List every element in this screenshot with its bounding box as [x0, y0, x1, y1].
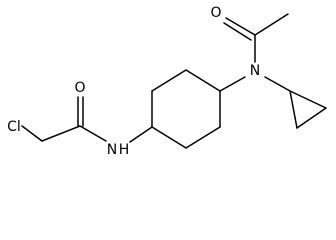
ring-bond-2 [151, 69, 187, 92]
ring-bond-3 [185, 69, 221, 92]
bond-acetyl-methyl [254, 13, 289, 36]
bond-ring-n [219, 76, 246, 92]
cyclopropyl-bond-1 [289, 90, 298, 129]
cyclopropyl-bond-3 [289, 90, 327, 109]
ring-bond-5 [185, 126, 221, 149]
atom-label-amide-hydrogen: H [119, 142, 130, 158]
bond-acetyl-o-2 [223, 22, 252, 41]
ring-bond-6 [151, 126, 187, 149]
bond-acetyl-o-1 [225, 17, 256, 36]
atom-label-amide-oxygen: O [74, 80, 85, 96]
atom-label-chlorine: Cl [7, 119, 21, 135]
bond-n-ring [129, 126, 153, 143]
chemical-structure: Cl O N H O N [7, 5, 327, 158]
bond-carbonyl-n [79, 125, 107, 142]
bond-n-cyclopropyl [264, 76, 291, 92]
atom-label-amine-nitrogen: N [250, 63, 260, 79]
atom-label-acetyl-oxygen: O [210, 5, 221, 21]
bond-ch2-carbonyl [41, 125, 81, 142]
cyclopropyl-bond-2 [296, 107, 327, 129]
atom-label-amide-nitrogen: N [107, 142, 117, 158]
bond-cl-ch2 [21, 125, 43, 142]
